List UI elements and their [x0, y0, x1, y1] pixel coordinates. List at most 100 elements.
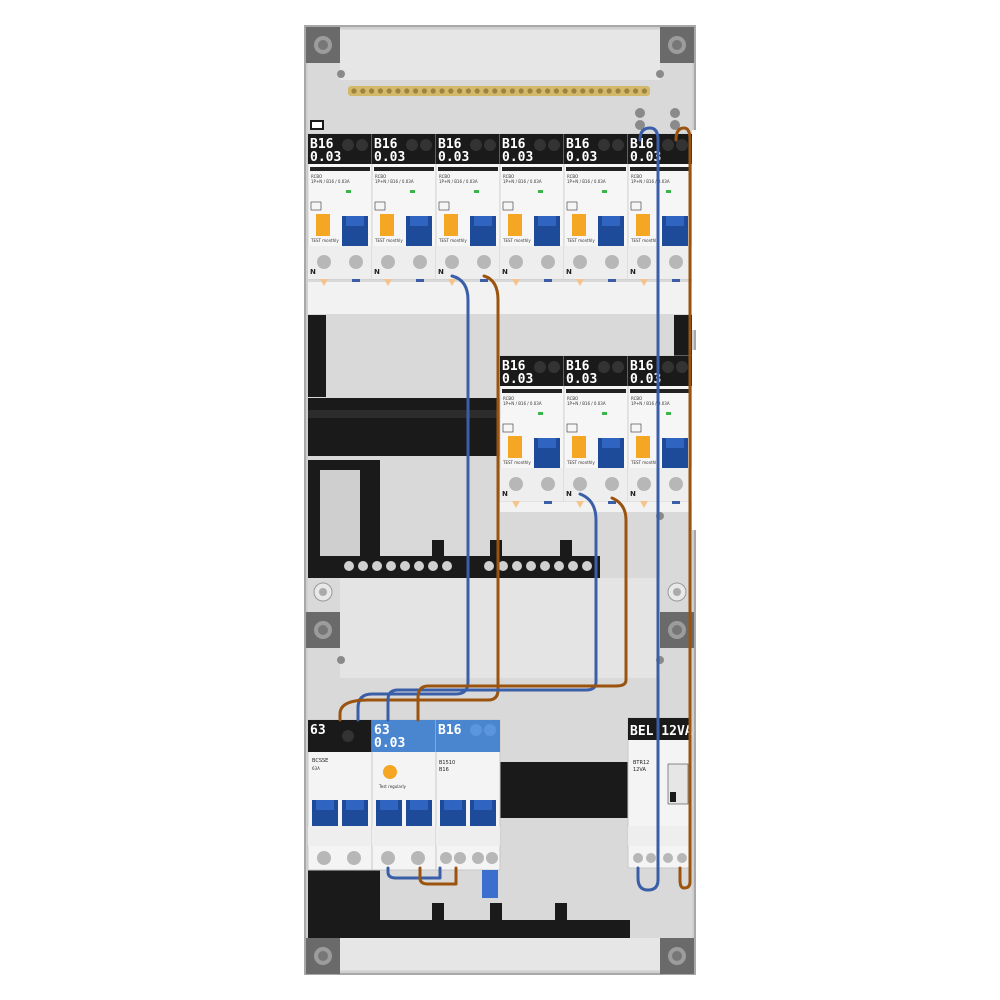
- busbar-hole: [404, 88, 410, 94]
- neutral-marker: N: [502, 490, 508, 498]
- breaker-spec: 1P+N / B16 / 0.03A: [631, 179, 670, 184]
- test-text: TEST monthly: [310, 238, 339, 243]
- neutral-marker: N: [374, 268, 380, 276]
- mcb-b16[interactable]: B16 B1510 B16: [435, 719, 501, 898]
- breaker-sensitivity: 0.03: [502, 372, 533, 387]
- test-button[interactable]: [380, 214, 394, 236]
- breaker-rating: B16: [502, 359, 526, 374]
- busbar-hole: [421, 88, 427, 94]
- busbar-hole: [597, 88, 604, 94]
- busbar-hole: [580, 88, 586, 94]
- breaker-spec: 1P+N / B16 / 0.03A: [631, 401, 670, 406]
- neutral-marker: N: [566, 490, 572, 498]
- breaker-spec: 1P+N / B16 / 0.03A: [567, 179, 606, 184]
- neutral-marker: N: [630, 490, 636, 498]
- test-button[interactable]: [636, 214, 650, 236]
- test-button[interactable]: [316, 214, 330, 236]
- breaker-model: RCBO: [631, 396, 642, 401]
- neutral-terminal: [484, 561, 494, 571]
- test-button[interactable]: [508, 436, 522, 458]
- neutral-terminal: [540, 561, 550, 571]
- test-text: TEST monthly: [566, 460, 595, 465]
- breaker-sensitivity: 0.03: [310, 150, 341, 165]
- bell-model: BTR12: [633, 760, 649, 766]
- neutral-terminal: [526, 561, 536, 571]
- main-switch[interactable]: 63 BCSSE 63A: [307, 719, 373, 871]
- busbar-hole: [483, 88, 489, 94]
- top-cover: [340, 30, 660, 80]
- rcd-main[interactable]: 63 0.03 Test regularly: [371, 719, 437, 871]
- busbar-hole: [377, 88, 383, 94]
- test-text: TEST monthly: [502, 460, 531, 465]
- test-button[interactable]: [508, 214, 522, 236]
- svg-text:BCSSE: BCSSE: [312, 758, 328, 764]
- bell-sub: 12VA: [633, 767, 646, 773]
- test-text: TEST monthly: [566, 238, 595, 243]
- busbar-hole: [439, 88, 445, 94]
- breaker-sensitivity: 0.03: [438, 150, 469, 165]
- neutral-terminal: [554, 561, 564, 571]
- test-text: TEST monthly: [630, 238, 659, 243]
- neutral-marker: N: [310, 268, 316, 276]
- busbar-hole: [351, 88, 357, 94]
- breaker-rating: B16: [310, 137, 334, 152]
- test-button[interactable]: [572, 214, 586, 236]
- live-wire-2: [416, 496, 628, 722]
- test-text: TEST monthly: [374, 238, 403, 243]
- busbar-hole: [536, 88, 542, 94]
- neutral-terminal: [372, 561, 382, 571]
- neutral-terminal: [358, 561, 368, 571]
- neutral-bar-inner: [320, 470, 360, 556]
- brass-busbar: [348, 86, 650, 96]
- test-button[interactable]: [572, 436, 586, 458]
- bell-transformer[interactable]: BEL 12VA BTR12 12VA: [627, 717, 693, 869]
- bottom-bar-frame: [308, 870, 630, 938]
- busbar-hole: [633, 88, 639, 94]
- neutral-marker: N: [630, 268, 636, 276]
- breaker-model: RCBO: [311, 174, 322, 179]
- busbar-hole: [624, 88, 630, 94]
- neutral-marker: N: [502, 268, 508, 276]
- test-button[interactable]: [444, 214, 458, 236]
- neutral-bar-tab-2: [490, 540, 502, 558]
- breaker-spec: 1P+N / B16 / 0.03A: [503, 401, 542, 406]
- breaker-model: RCBO: [439, 174, 450, 179]
- busbar-hole: [527, 88, 533, 94]
- neutral-terminal: [498, 561, 508, 571]
- neutral-terminal: [582, 561, 592, 571]
- breaker-rating: B16: [566, 359, 590, 374]
- busbar-hole: [606, 88, 612, 94]
- busbar-hole: [641, 88, 648, 94]
- busbar-hole: [518, 88, 524, 94]
- live-wire-bell: [674, 126, 692, 890]
- breaker-sensitivity: 0.03: [566, 150, 597, 165]
- breaker-spec: 1P+N / B16 / 0.03A: [567, 401, 606, 406]
- rcd-test-button[interactable]: [383, 765, 397, 779]
- breaker-sensitivity: 0.03: [630, 372, 661, 387]
- mcb-sub: B16: [439, 767, 449, 773]
- bottom-bar-tab-1: [432, 903, 444, 923]
- side-rail-right: [674, 315, 692, 357]
- breaker-rating: B16: [566, 137, 590, 152]
- breaker-rating: B16: [502, 137, 526, 152]
- breaker-model: RCBO: [567, 174, 578, 179]
- bottom-bar-tab-2: [490, 903, 502, 923]
- test-button[interactable]: [636, 436, 650, 458]
- breaker-spec: 1P+N / B16 / 0.03A: [375, 179, 414, 184]
- busbar-hole: [413, 88, 419, 94]
- bell-label: BEL 12VA: [630, 724, 693, 739]
- svg-text:63A: 63A: [312, 766, 320, 771]
- din-rail-2: [308, 398, 500, 456]
- busbar-hole: [474, 88, 480, 94]
- busbar-hole: [369, 88, 375, 94]
